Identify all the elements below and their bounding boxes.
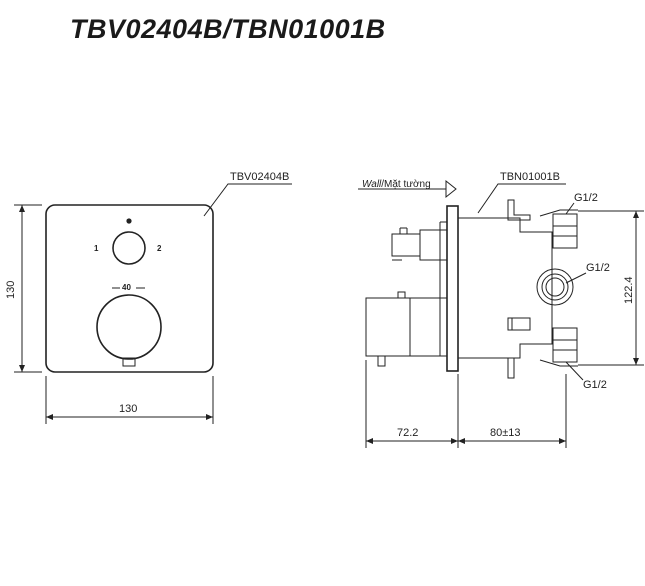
temp-mark-40: 40 <box>122 283 131 292</box>
port-top-label: G1/2 <box>574 192 598 204</box>
wall-marker <box>445 179 457 199</box>
thermostat-stem <box>409 297 448 357</box>
top-port <box>552 213 578 249</box>
knob-mark-1: 1 <box>94 244 99 253</box>
middle-port <box>536 268 574 306</box>
knob-mark-2: 2 <box>157 244 162 253</box>
front-view: TBV02404B 1 2 40 130 130 <box>5 171 292 424</box>
safety-button <box>122 357 136 367</box>
front-part-label: TBV02404B <box>230 171 289 183</box>
side-height-dim: 122.4 <box>623 276 635 304</box>
side-right-dim: 80±13 <box>490 427 521 439</box>
side-part-label: TBN01001B <box>500 171 560 183</box>
front-height-dim: 130 <box>5 281 17 299</box>
bottom-lug <box>507 317 531 331</box>
thermostat-knob <box>96 294 162 360</box>
port-bottom-label: G1/2 <box>583 379 607 391</box>
page-title: TBV02404B/TBN01001B <box>70 14 386 44</box>
side-view: Wall/Mặt tường TBN01001B <box>358 171 644 448</box>
side-left-dim: 72.2 <box>397 427 418 439</box>
diverter-knob <box>112 231 146 265</box>
front-leader-line <box>203 183 292 217</box>
front-width-dim: 130 <box>119 403 137 415</box>
diverter-handle <box>391 233 421 257</box>
port-mid-label: G1/2 <box>586 262 610 274</box>
valve-body <box>458 217 553 359</box>
bottom-port <box>552 327 578 363</box>
diverter-pointer <box>126 218 132 224</box>
wall-plate <box>446 205 459 372</box>
thermostat-handle <box>365 297 411 357</box>
top-lug <box>507 199 531 221</box>
cover-plate <box>45 204 214 373</box>
wall-label: Wall/Mặt tường <box>362 179 431 190</box>
diverter-stem <box>419 229 448 261</box>
side-leader-line <box>477 183 566 214</box>
